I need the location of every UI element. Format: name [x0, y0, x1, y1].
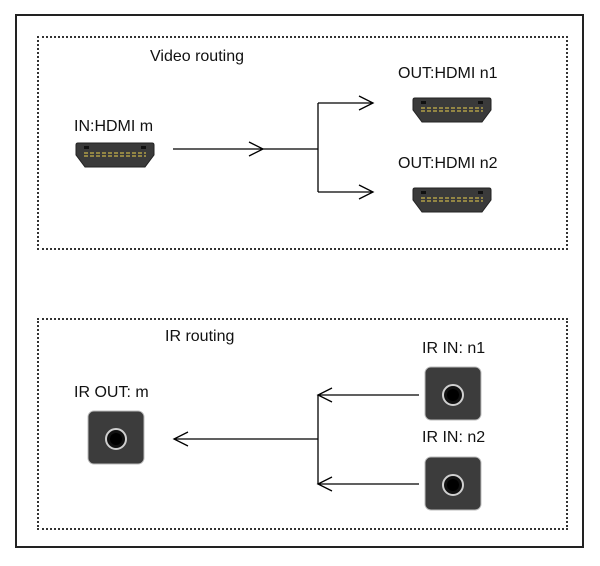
video-routing-title: Video routing	[150, 48, 244, 65]
video-routing-group	[37, 36, 568, 250]
hdmi-in-port-icon	[75, 142, 155, 168]
hdmi-out-n2-port-icon	[412, 187, 492, 213]
hdmi-out-n2-label: OUT:HDMI n2	[398, 155, 498, 172]
ir-in-n2-label: IR IN: n2	[422, 429, 486, 446]
ir-routing-group	[37, 318, 568, 530]
diagram-frame	[15, 14, 584, 548]
hdmi-in-label: IN:HDMI m	[74, 118, 154, 135]
ir-in-n1-jack-icon	[424, 366, 482, 421]
ir-out-jack-icon	[87, 410, 145, 465]
ir-out-label: IR OUT: m	[74, 384, 149, 401]
ir-in-n1-label: IR IN: n1	[422, 340, 486, 357]
hdmi-out-n1-label: OUT:HDMI n1	[398, 65, 498, 82]
hdmi-out-n1-port-icon	[412, 97, 492, 123]
ir-in-n2-jack-icon	[424, 456, 482, 511]
ir-routing-title: IR routing	[165, 328, 235, 345]
